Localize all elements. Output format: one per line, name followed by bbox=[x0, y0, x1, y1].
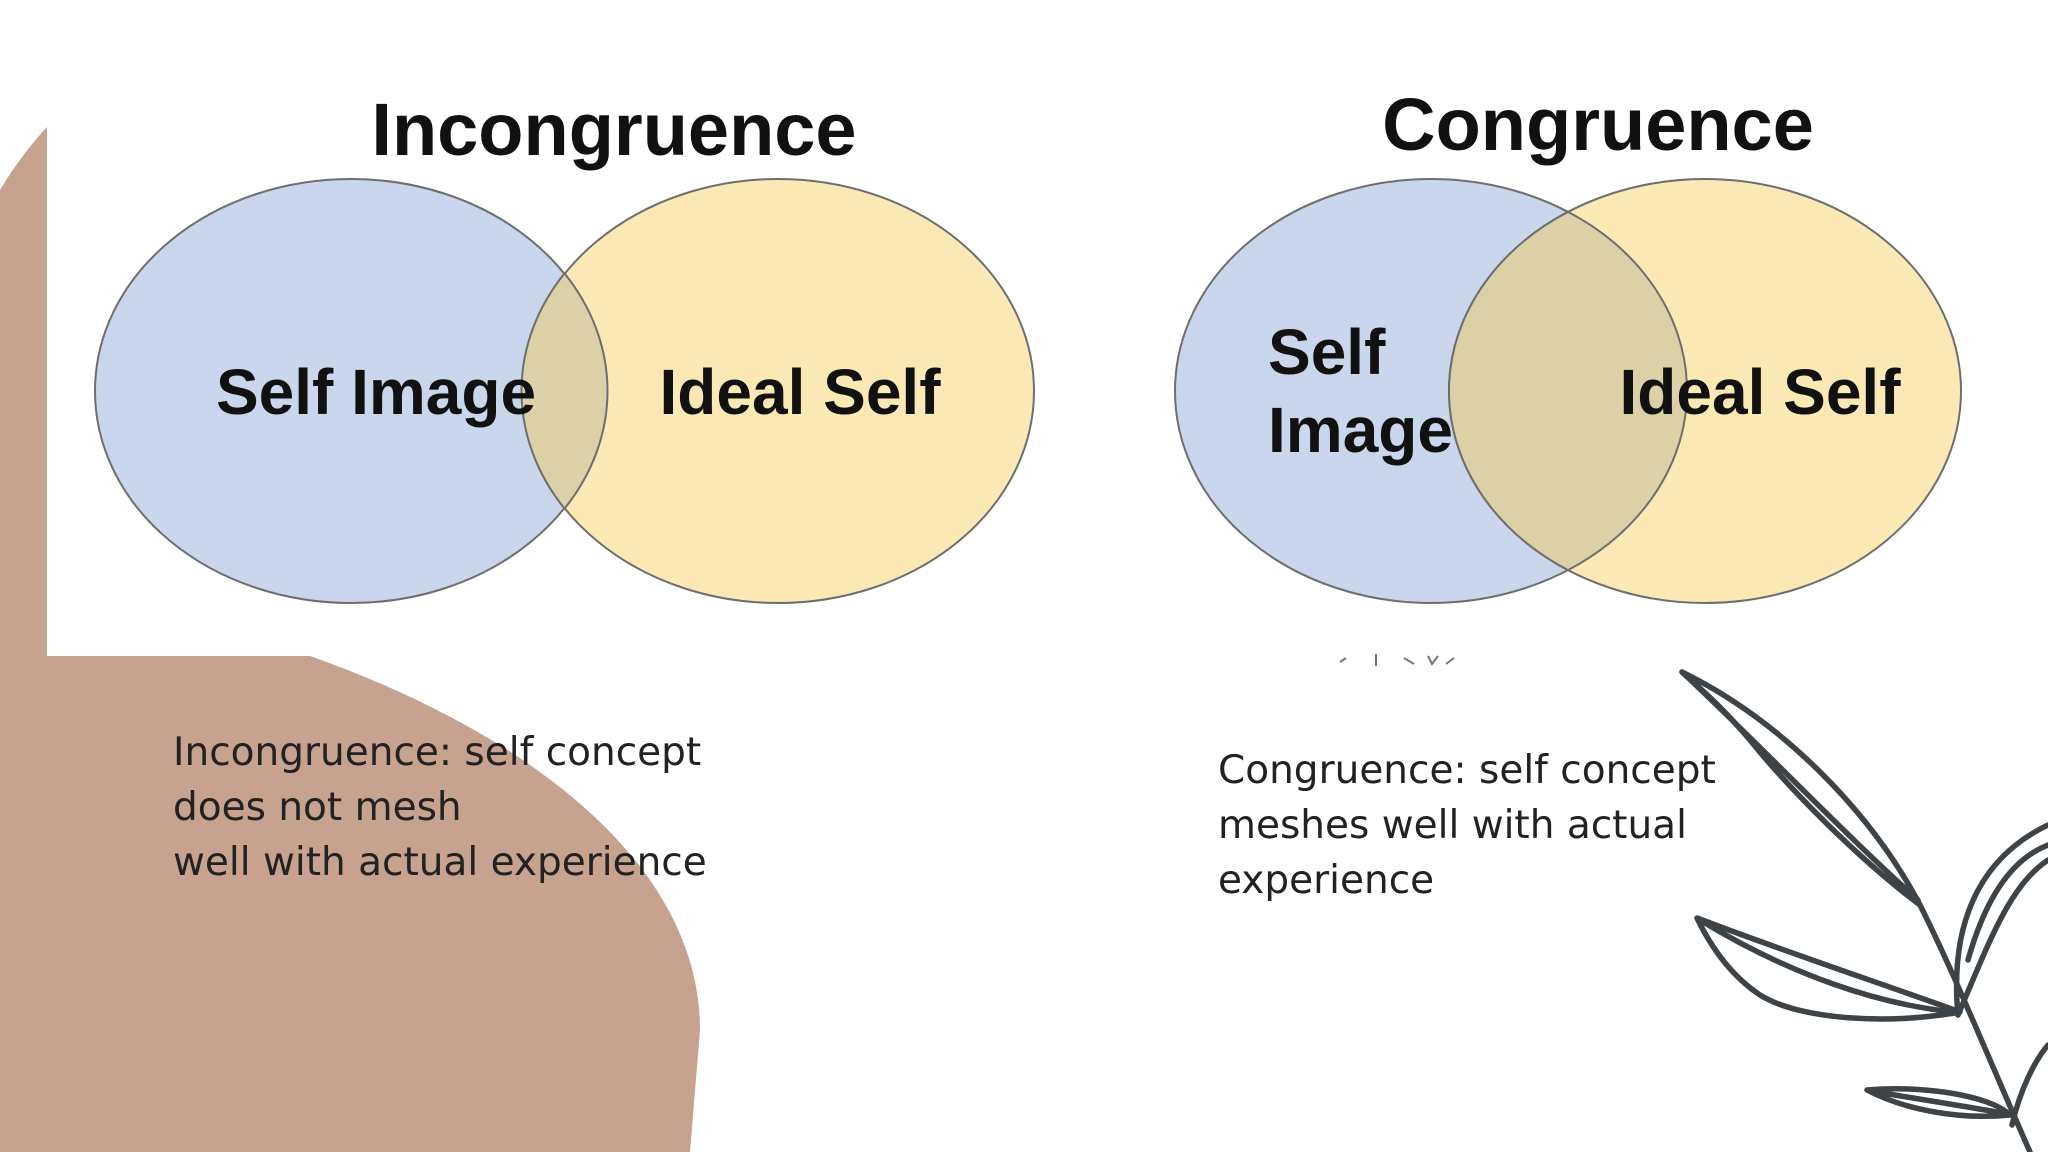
caption-line: does not mesh bbox=[173, 785, 462, 830]
caption-line: Congruence: self concept bbox=[1218, 748, 1716, 793]
incongruence-diagram: Incongruence Self Image Ideal Self bbox=[94, 88, 1035, 604]
overlap-region bbox=[1448, 210, 1688, 572]
congruence-caption: Congruence: self concept meshes well wit… bbox=[1218, 743, 1716, 908]
blob-shape bbox=[0, 127, 700, 1152]
overlap-region bbox=[520, 271, 609, 511]
ideal-self-label: Ideal Self bbox=[660, 356, 942, 428]
caption-line: well with actual experience bbox=[173, 840, 707, 885]
congruence-diagram: Congruence Self Image Ideal Self bbox=[1174, 83, 1962, 604]
incongruence-title: Incongruence bbox=[371, 88, 856, 171]
self-label-line1: Self bbox=[1268, 316, 1386, 388]
caption-line: Incongruence: self concept bbox=[173, 730, 702, 775]
caption-line: meshes well with actual bbox=[1218, 803, 1687, 848]
artifact-marks bbox=[1339, 654, 1455, 666]
self-image-label: Self Image bbox=[216, 356, 536, 428]
caption-line: experience bbox=[1218, 858, 1435, 903]
image-label-line2: Image bbox=[1268, 394, 1453, 466]
incongruence-caption: Incongruence: self concept does not mesh… bbox=[173, 725, 707, 890]
congruence-title: Congruence bbox=[1382, 83, 1814, 166]
ideal-self-label: Ideal Self bbox=[1620, 356, 1902, 428]
